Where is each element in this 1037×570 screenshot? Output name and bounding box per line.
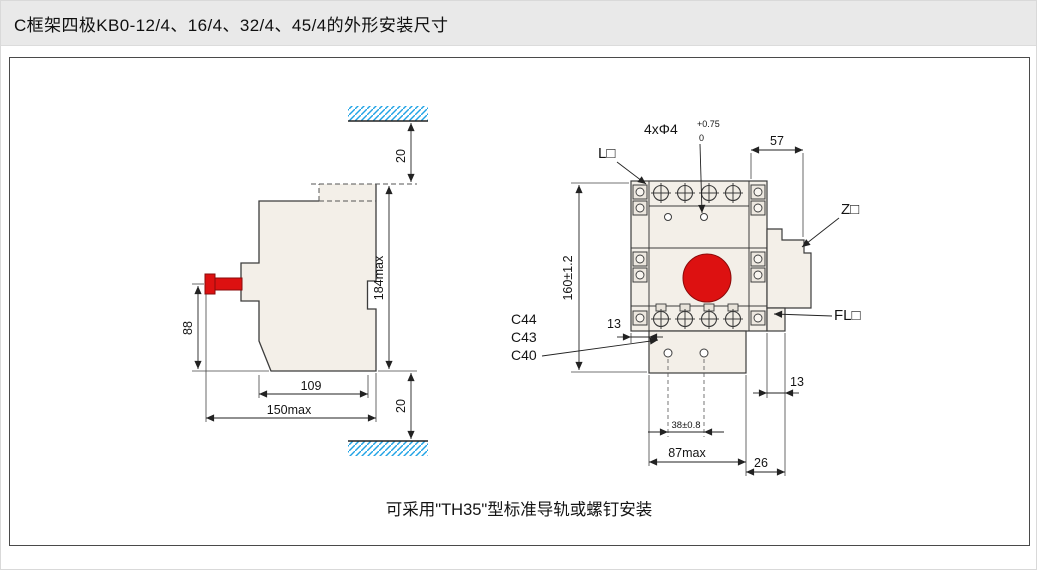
breaker-side-hidden-edges	[311, 183, 417, 202]
breaker-side-silhouette	[241, 184, 376, 371]
drawing-panel: 20 184max 88 109 150max 20	[9, 57, 1030, 546]
mount-holes-label: 4xΦ4	[644, 121, 678, 137]
dimension-drawing: 20 184max 88 109 150max 20	[181, 106, 861, 519]
dim-handle-height: 88	[181, 321, 195, 335]
dim-depth: 109	[301, 379, 322, 393]
side-view: 20 184max 88 109 150max 20	[181, 106, 428, 456]
breaker-side-outline	[240, 184, 377, 372]
dim-side-width: 13	[607, 317, 621, 331]
dim-tab: 13	[790, 375, 804, 389]
operating-handle	[204, 273, 243, 295]
reset-button	[682, 253, 732, 303]
handle-shaft	[213, 277, 243, 291]
front-body-partition-lines	[631, 181, 767, 331]
handle-tip	[204, 273, 216, 295]
top-terminal-screws	[651, 183, 743, 203]
front-view-extension-lines	[571, 153, 804, 476]
model-c44: C44	[511, 311, 537, 327]
dim-width-max: 87max	[668, 446, 706, 460]
mounting-wall-bottom	[348, 440, 428, 456]
front-view: 4xΦ4 +0.75 0 57 L□ Z□ FL□ 160±1.2 13 C44…	[511, 119, 861, 476]
dim-depth-max: 150max	[267, 403, 312, 417]
side-flange	[766, 228, 812, 309]
dim-height-max: 184max	[372, 255, 386, 300]
dim-height: 160±1.2	[561, 255, 575, 300]
dim-wall-gap-top: 20	[394, 149, 408, 163]
terminal-z-label: Z□	[841, 201, 859, 218]
model-c43: C43	[511, 329, 537, 345]
terminal-screws-left	[632, 184, 648, 326]
wall-hatch-top	[348, 106, 428, 121]
side-view-dimension-lines	[194, 123, 415, 439]
upper-mount-holes	[664, 213, 708, 221]
dim-flange: 26	[754, 456, 768, 470]
dim-hole-pitch: 38±0.8	[672, 420, 701, 431]
page-title: C框架四极KB0-12/4、16/4、32/4、45/4的外形安装尺寸	[14, 15, 449, 35]
terminal-l-label: L□	[598, 145, 615, 162]
front-view-dimension-lines	[575, 146, 803, 476]
rail-tab	[766, 307, 786, 332]
dim-wall-gap-bottom: 20	[394, 399, 408, 413]
wall-hatch-bottom	[348, 441, 428, 456]
mount-holes-tol-lower: 0	[699, 133, 704, 143]
dim-top-width: 57	[770, 134, 784, 148]
terminal-fl-label: FL□	[834, 307, 861, 324]
bottom-terminal-screws	[651, 303, 743, 329]
terminal-screws-right	[750, 184, 766, 326]
lower-mounting-flange	[648, 330, 747, 374]
mount-holes-tol-upper: +0.75	[697, 119, 720, 129]
front-view-leader-lines	[541, 143, 840, 357]
lower-mount-holes	[663, 348, 709, 358]
model-c40: C40	[511, 347, 537, 363]
mounting-wall-top	[348, 106, 428, 122]
header-bar: C框架四极KB0-12/4、16/4、32/4、45/4的外形安装尺寸	[1, 1, 1036, 46]
mounting-caption: 可采用"TH35"型标准导轨或螺钉安装	[386, 500, 653, 519]
